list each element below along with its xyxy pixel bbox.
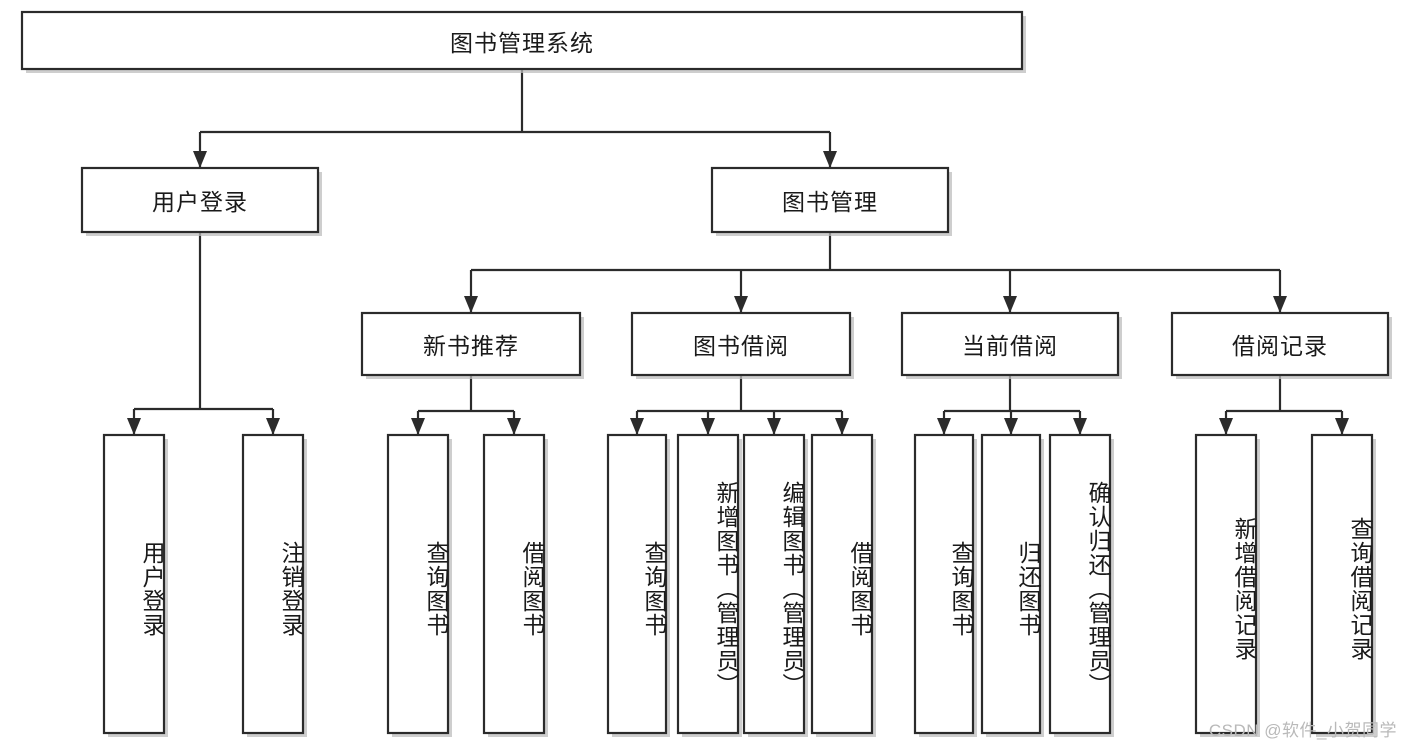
arrow-head-icon: [835, 418, 849, 435]
node-record-leaf-0: [1194, 433, 1258, 735]
node-record-leaf-1: [1310, 433, 1374, 735]
node-borrow-leaf-2: [742, 433, 806, 735]
arrow-head-icon: [266, 418, 280, 435]
arrow-head-icon: [507, 418, 521, 435]
node-borrow-leaf-3: [810, 433, 874, 735]
connector-layer: [127, 69, 1349, 435]
node-borrow-leaf-1: [676, 433, 740, 735]
node-user-leaf-0: [102, 433, 166, 735]
node-book-module-3: [1170, 311, 1390, 377]
arrow-head-icon: [464, 296, 478, 313]
arrow-head-icon: [701, 418, 715, 435]
arrow-head-icon: [1003, 296, 1017, 313]
node-user-leaf-1: [241, 433, 305, 735]
node-current-leaf-2: [1048, 433, 1112, 735]
node-current-leaf-1: [980, 433, 1042, 735]
node-book-module-0: [360, 311, 582, 377]
node-root-system: [20, 10, 1024, 71]
node-newbook-leaf-1: [482, 433, 546, 735]
arrow-head-icon: [630, 418, 644, 435]
node-borrow-leaf-0: [606, 433, 668, 735]
arrow-head-icon: [411, 418, 425, 435]
arrow-head-icon: [193, 151, 207, 168]
node-l1-0: [80, 166, 320, 234]
node-l1-1: [710, 166, 950, 234]
arrow-head-icon: [823, 151, 837, 168]
arrow-head-icon: [937, 418, 951, 435]
arrow-head-icon: [1273, 296, 1287, 313]
arrow-head-icon: [1335, 418, 1349, 435]
node-book-module-2: [900, 311, 1120, 377]
arrow-head-icon: [734, 296, 748, 313]
arrow-head-icon: [767, 418, 781, 435]
arrow-head-icon: [1073, 418, 1087, 435]
node-book-module-1: [630, 311, 852, 377]
node-newbook-leaf-0: [386, 433, 450, 735]
arrow-head-icon: [1219, 418, 1233, 435]
node-current-leaf-0: [913, 433, 975, 735]
arrow-head-icon: [1004, 418, 1018, 435]
node-box-layer: [20, 10, 1392, 737]
arrow-head-icon: [127, 418, 141, 435]
